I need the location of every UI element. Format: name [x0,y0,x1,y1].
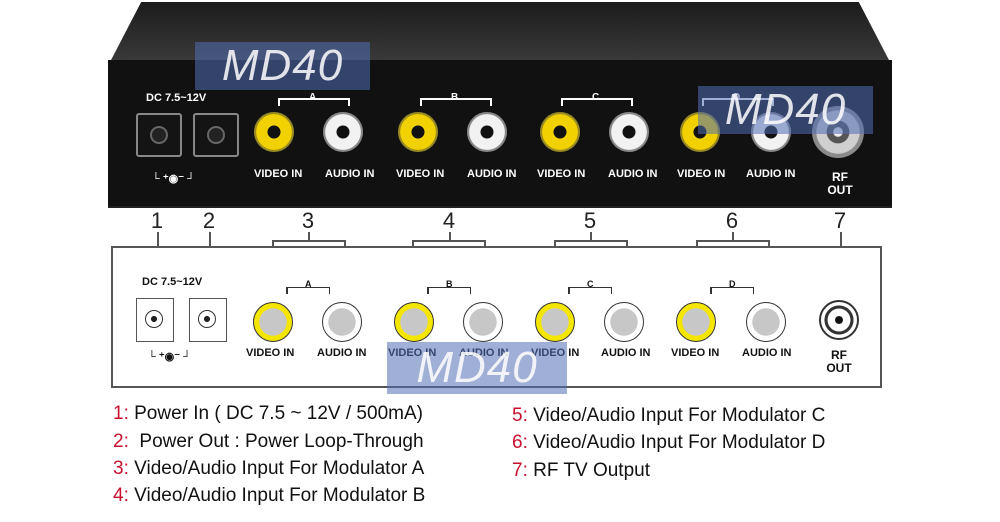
callout-leader-line [449,232,451,240]
photo-video-in-b-jack [398,112,438,152]
callout-number: 1 [150,208,164,233]
diagram-group-label-a: A [305,279,312,289]
legend-item: 3: Video/Audio Input For Modulator A [113,458,424,480]
legend-number: 3: [113,458,129,479]
diagram-audio-in-label: AUDIO IN [742,347,792,359]
photo-audio-in-b-jack [467,112,507,152]
legend-number: 6: [512,432,528,453]
legend-item: 5: Video/Audio Input For Modulator C [512,405,825,427]
photo-group-label-b: B [451,92,459,103]
legend-item: 4: Video/Audio Input For Modulator B [113,485,425,507]
diagram-video-in-d-jack [676,302,716,342]
watermark: MD40 [195,42,370,90]
diagram-dc-label: DC 7.5~12V [142,276,203,288]
callout-leader-line [308,232,310,240]
photo-group-bracket-a [278,98,350,106]
photo-video-in-label: VIDEO IN [396,168,445,180]
legend-item: 2: Power Out : Power Loop-Through [113,431,424,453]
photo-video-in-label: VIDEO IN [254,168,303,180]
diagram-group-bracket-b [427,286,471,294]
callout-leader-line [732,232,734,240]
legend-text: Video/Audio Input For Modulator A [128,458,425,479]
diagram-group-label-c: C [587,279,594,289]
photo-group-label-c: C [592,92,600,103]
legend-number: 2: [113,431,129,452]
diagram-video-in-label: VIDEO IN [246,347,295,359]
legend-item: 7: RF TV Output [512,460,650,482]
diagram-audio-in-c-jack [604,302,644,342]
callout-number: 2 [202,208,216,233]
diagram-audio-in-b-jack [463,302,503,342]
photo-group-bracket-c [561,98,633,106]
callout-number: 4 [442,208,456,233]
callout-leader-line [590,232,592,240]
watermark: MD40 [698,86,873,134]
legend-text: RF TV Output [527,460,650,481]
legend-item: 1: Power In ( DC 7.5 ~ 12V / 500mA) [113,403,423,425]
diagram-group-bracket-a [286,286,330,294]
diagram-video-in-b-jack [394,302,434,342]
diagram-audio-in-label: AUDIO IN [317,347,367,359]
photo-power-in-jack [136,113,182,157]
diagram-polarity-symbol: └ ⁺◉⁻ ┘ [148,351,191,363]
photo-audio-in-c-jack [609,112,649,152]
diagram-power-out-jack [189,298,227,342]
diagram-group-label-b: B [446,279,453,289]
diagram-video-in-a-jack [253,302,293,342]
photo-audio-in-label: AUDIO IN [746,168,796,180]
legend-text: Video/Audio Input For Modulator D [527,432,826,453]
diagram-group-label-d: D [729,279,736,289]
legend-text: Video/Audio Input For Modulator B [128,485,426,506]
callout-number: 5 [583,208,597,233]
photo-audio-in-label: AUDIO IN [467,168,517,180]
photo-video-in-label: VIDEO IN [537,168,586,180]
callout-number: 3 [301,208,315,233]
photo-video-in-c-jack [540,112,580,152]
legend-number: 7: [512,460,528,481]
legend-text: Power In ( DC 7.5 ~ 12V / 500mA) [128,403,423,424]
diagram-rf-label-line2: OUT [826,361,852,375]
diagram-rf-out-connector [819,300,859,340]
callout-number: 6 [725,208,739,233]
legend-text: Power Out : Power Loop-Through [128,431,424,452]
photo-dc-label: DC 7.5~12V [146,92,207,104]
diagram-audio-in-d-jack [746,302,786,342]
photo-audio-in-label: AUDIO IN [608,168,658,180]
diagram-audio-in-a-jack [322,302,362,342]
photo-video-in-label: VIDEO IN [677,168,726,180]
legend-number: 1: [113,403,129,424]
photo-group-bracket-b [420,98,492,106]
watermark: MD40 [387,342,567,394]
photo-polarity-symbol: └ ⁺◉⁻ ┘ [152,173,195,185]
legend-item: 6: Video/Audio Input For Modulator D [512,432,825,454]
legend-text: Video/Audio Input For Modulator C [527,405,826,426]
diagram-video-in-c-jack [535,302,575,342]
legend-number: 4: [113,485,129,506]
photo-rf-label-line2: OUT [827,183,853,197]
callout-number: 7 [833,208,847,233]
diagram-group-bracket-c [568,286,612,294]
diagram-video-in-label: VIDEO IN [671,347,720,359]
photo-power-out-jack [193,113,239,157]
diagram-rf-label-line1: RF [831,348,847,362]
photo-group-label-a: A [309,92,317,103]
diagram-group-bracket-d [710,286,754,294]
photo-audio-in-a-jack [323,112,363,152]
diagram-power-in-jack [136,298,174,342]
photo-audio-in-label: AUDIO IN [325,168,375,180]
photo-video-in-a-jack [254,112,294,152]
photo-rf-label-line1: RF [832,170,848,184]
legend-number: 5: [512,405,528,426]
diagram-audio-in-label: AUDIO IN [601,347,651,359]
